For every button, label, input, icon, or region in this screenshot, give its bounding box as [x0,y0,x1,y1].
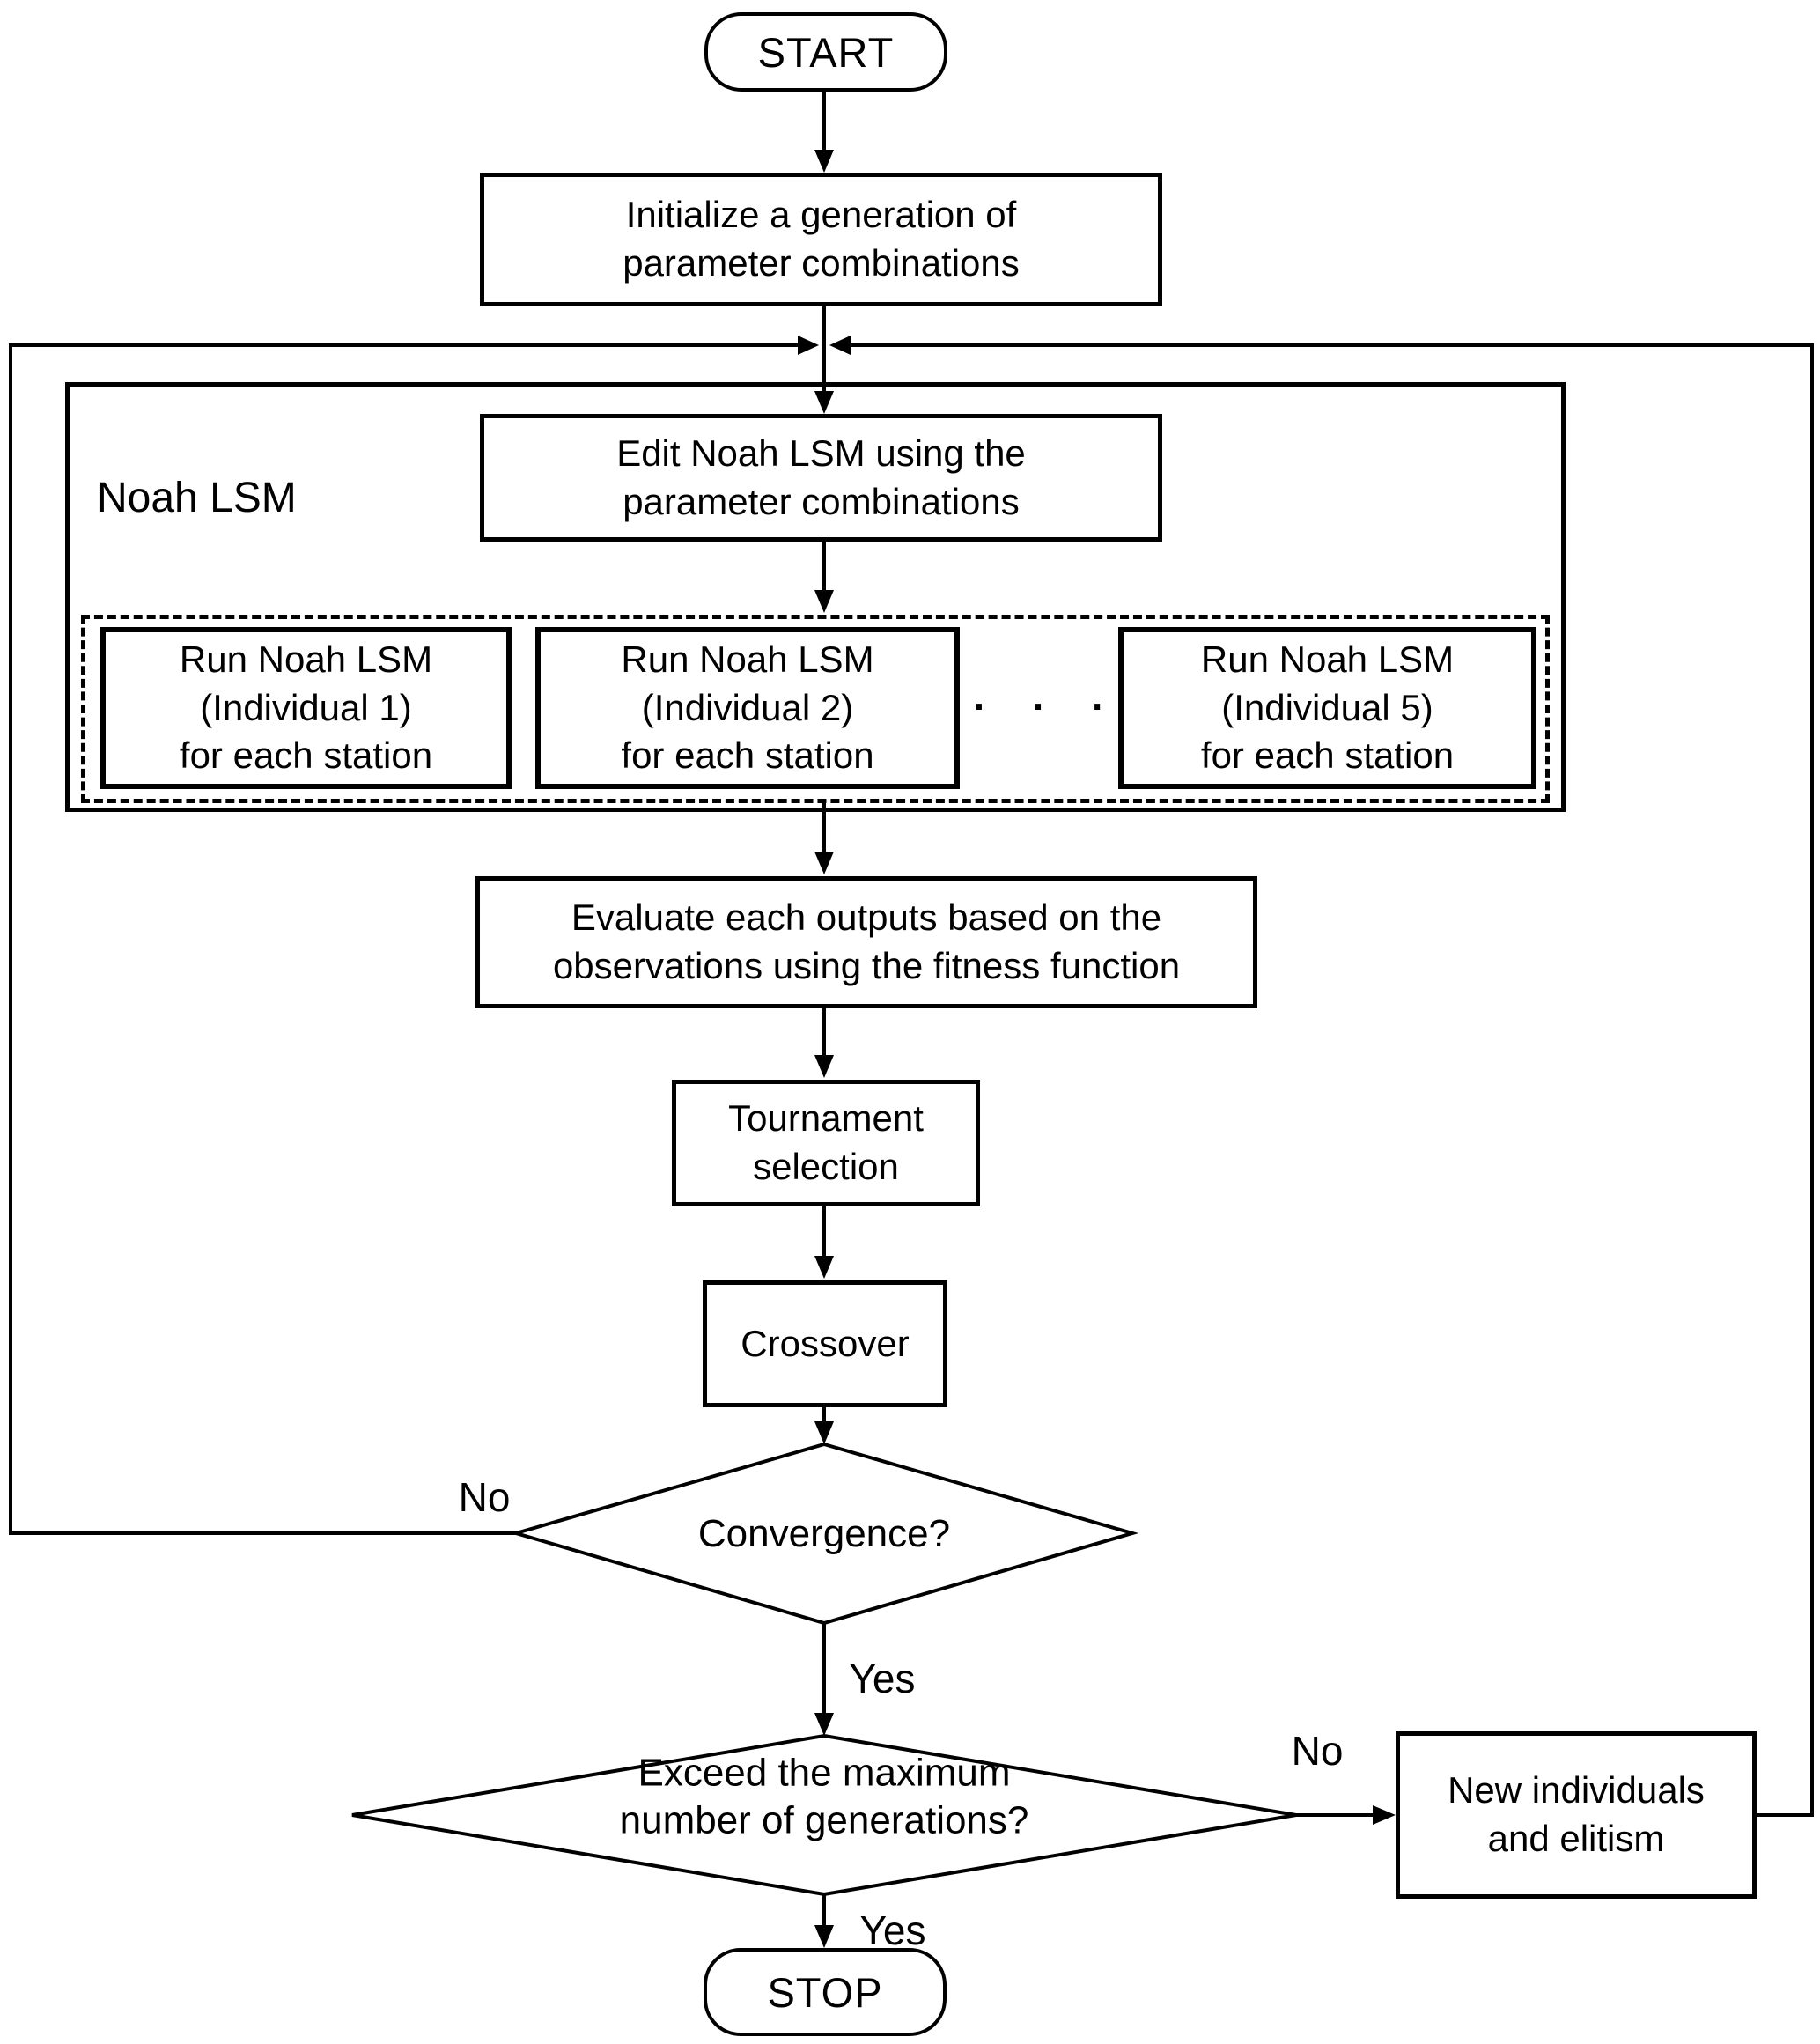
arrowhead [814,852,834,874]
node-initialize: Initialize a generation of parameter com… [480,173,1162,306]
diamond-convergence [509,1442,1139,1626]
node-tournament-selection: Tournament selection [672,1080,980,1206]
noah-lsm-container [65,382,1566,812]
arrowhead [1373,1805,1396,1825]
node-run-individual-2: Run Noah LSM (Individual 2) for each sta… [535,627,960,789]
junction-arrowhead-right [829,336,851,355]
node-crossover: Crossover [703,1280,947,1407]
junction-arrowhead-left [798,336,819,355]
label-convergence-no: No [458,1474,511,1520]
arrowhead [814,1421,834,1444]
node-stop: STOP [704,1948,947,2036]
arrowhead [814,391,834,414]
node-convergence-text: Convergence? [697,1512,951,1556]
loop-left-no-feedback [9,343,799,1535]
node-run-individual-5: Run Noah LSM (Individual 5) for each sta… [1118,627,1536,789]
ellipsis-dots: · · · [969,671,1119,734]
loop-right-elitism-feedback [849,343,1814,1817]
label-exceed-no: No [1291,1728,1344,1774]
noah-lsm-container-label: Noah LSM [97,475,297,521]
node-exceed-max-text: Exceed the maximum number of generations… [619,1751,1029,1841]
arrowhead [814,1256,834,1279]
label-convergence-yes: Yes [849,1656,916,1701]
arrowhead [814,1925,834,1948]
node-new-individuals: New individuals and elitism [1396,1731,1757,1899]
arrowhead [814,1055,834,1078]
arrowhead [814,590,834,613]
node-evaluate: Evaluate each outputs based on the obser… [475,876,1257,1008]
diamond-exceed-max [351,1733,1297,1897]
parallel-runs-dashed-container [81,615,1550,803]
node-edit-noah-lsm: Edit Noah LSM using the parameter combin… [480,414,1162,542]
arrowhead [814,1713,834,1736]
node-start: START [704,12,947,92]
arrowhead [814,150,834,173]
label-exceed-yes: Yes [859,1907,926,1953]
node-run-individual-1: Run Noah LSM (Individual 1) for each sta… [100,627,512,789]
